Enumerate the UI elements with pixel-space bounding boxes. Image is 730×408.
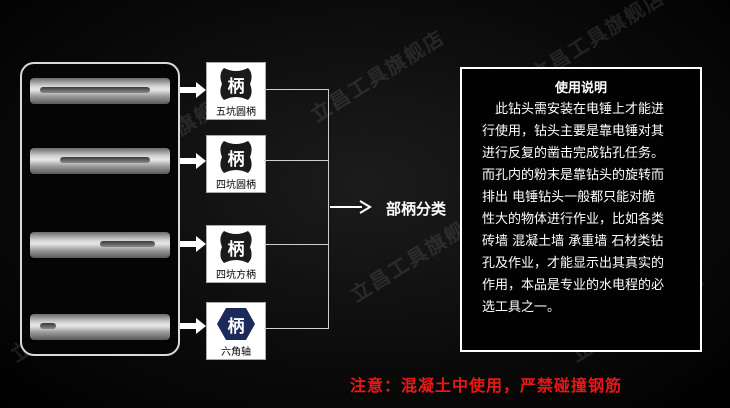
hexagon-icon	[217, 308, 255, 340]
badge-char: 柄	[227, 239, 245, 260]
arrow-right-icon	[330, 200, 372, 214]
usage-line: 选工具之一。	[482, 300, 561, 315]
shank-shape-icon	[220, 68, 252, 100]
usage-line: 孔及作业，才能显示出其真实的	[482, 256, 665, 271]
badge-caption: 六角轴	[221, 347, 251, 358]
usage-line: 性大的物体进行作业，比如各类	[482, 212, 665, 227]
usage-line: 而孔内的粉末是靠钻头的旋转而	[482, 168, 665, 183]
badge-char: 柄	[227, 149, 245, 170]
usage-line: 行使用，钻头主要是靠电锤对其	[482, 124, 665, 139]
connector-line	[264, 89, 328, 90]
drill-bit-panel	[20, 62, 180, 356]
connector-line	[264, 160, 328, 161]
usage-line: 作用，本品是专业的水电程的必	[482, 278, 665, 293]
badge-char: 柄	[227, 316, 245, 337]
shank-badge-four-groove-round: 柄 四坑圆柄	[206, 135, 266, 193]
arrow-right-icon	[180, 82, 206, 98]
drill-bit-image	[30, 78, 170, 104]
drill-bit-image	[30, 314, 170, 340]
connector-line	[264, 244, 328, 245]
usage-instructions-box: 使用说明 此钻头需安装在电锤上才能进 行使用，钻头主要是靠电锤对其 进行反复的凿…	[460, 67, 702, 352]
shank-badge-hex: 柄 六角轴	[206, 302, 266, 360]
usage-line: 进行反复的凿击完成钻孔任务。	[482, 146, 665, 161]
usage-text: 此钻头需安装在电锤上才能进 行使用，钻头主要是靠电锤对其 进行反复的凿击完成钻孔…	[482, 99, 690, 319]
shank-badge-four-groove-square: 柄 四坑方柄	[206, 225, 266, 283]
badge-caption: 五坑圆柄	[216, 107, 256, 118]
usage-title: 使用说明	[554, 81, 607, 96]
arrow-right-icon	[180, 236, 206, 252]
shank-shape-icon	[220, 141, 252, 173]
shank-badge-five-groove-round: 柄 五坑圆柄	[206, 62, 266, 120]
connector-line	[264, 328, 328, 329]
category-label: 部柄分类	[386, 200, 447, 218]
arrow-right-icon	[180, 318, 206, 334]
badge-caption: 四坑圆柄	[216, 180, 256, 191]
usage-line: 排出 电锤钻头一般都只能对脆	[482, 190, 656, 205]
drill-bit-image	[30, 232, 170, 258]
badge-char: 柄	[227, 76, 245, 97]
warning-text: 注意：混凝土中使用，严禁碰撞钢筋	[350, 376, 623, 395]
usage-line: 此钻头需安装在电锤上才能进	[482, 102, 665, 117]
watermark: 立昌工具旗舰店	[306, 24, 450, 127]
arrow-right-icon	[180, 153, 206, 169]
drill-bit-image	[30, 148, 170, 174]
badge-caption: 四坑方柄	[216, 270, 256, 281]
connector-line	[328, 89, 329, 329]
usage-line: 砖墙 混凝土墙 承重墙 石材类钻	[482, 234, 664, 249]
shank-shape-icon	[220, 231, 252, 263]
